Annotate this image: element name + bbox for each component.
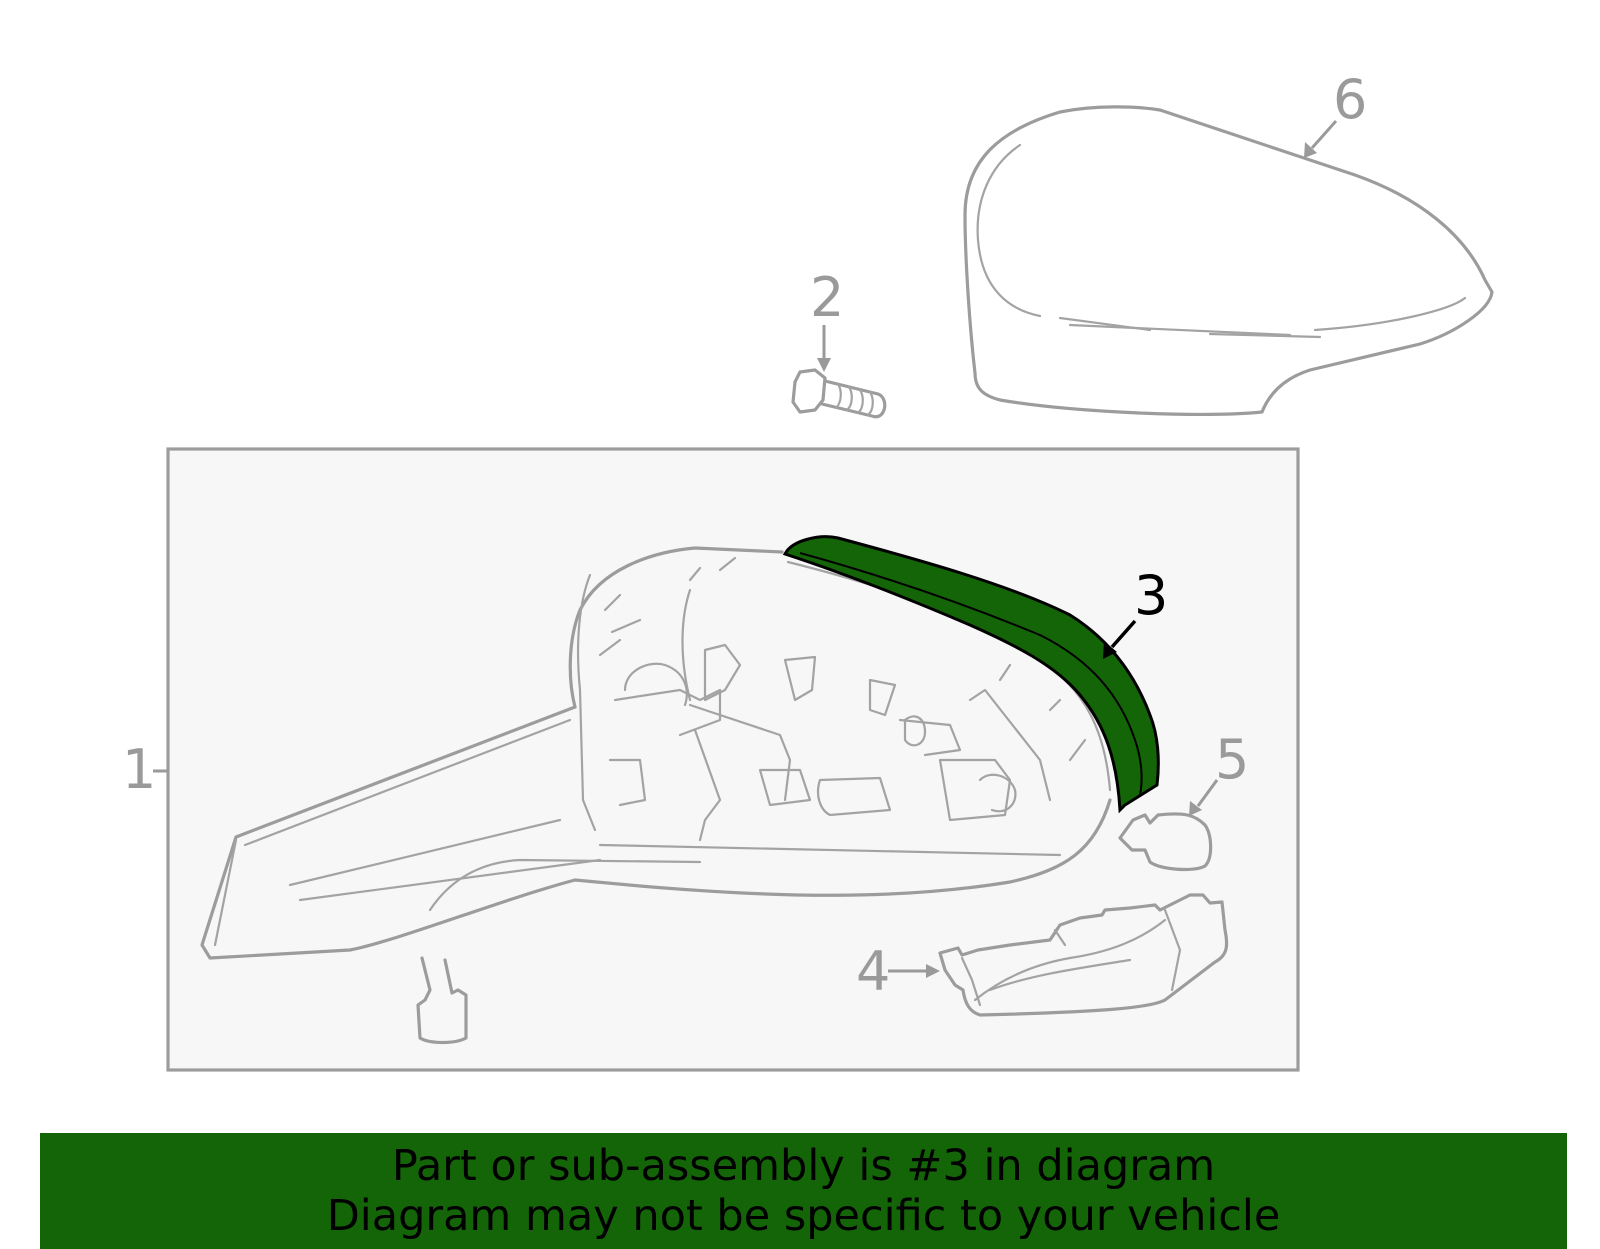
- part-6-mirror-cover[interactable]: [963, 105, 1494, 416]
- callout-5: 5: [1215, 728, 1249, 791]
- callout-leaders: [153, 120, 1338, 978]
- part-1-mirror-assembly[interactable]: [200, 546, 1112, 1045]
- leader-6: [1304, 120, 1338, 158]
- part-3-highlighted[interactable]: [782, 535, 1160, 814]
- info-banner: Part or sub-assembly is #3 in diagram Di…: [40, 1133, 1567, 1249]
- leader-5: [1189, 779, 1219, 816]
- leader-4: [888, 964, 940, 978]
- callout-6: 6: [1333, 68, 1367, 131]
- part-3-shape: [782, 535, 1160, 814]
- part-5-component[interactable]: [1118, 812, 1213, 872]
- callout-3: 3: [1134, 564, 1168, 627]
- part-4-lamp[interactable]: [938, 893, 1229, 1017]
- callout-4: 4: [856, 940, 890, 1003]
- callout-2: 2: [810, 266, 844, 329]
- leader-2: [817, 325, 831, 372]
- subassembly-box: [166, 447, 1300, 1072]
- banner-line-1: Part or sub-assembly is #3 in diagram: [391, 1141, 1216, 1191]
- leader-3: [1103, 619, 1137, 659]
- part-2-bolt[interactable]: [791, 368, 887, 419]
- banner-line-2: Diagram may not be specific to your vehi…: [326, 1191, 1281, 1241]
- callout-1: 1: [122, 738, 156, 801]
